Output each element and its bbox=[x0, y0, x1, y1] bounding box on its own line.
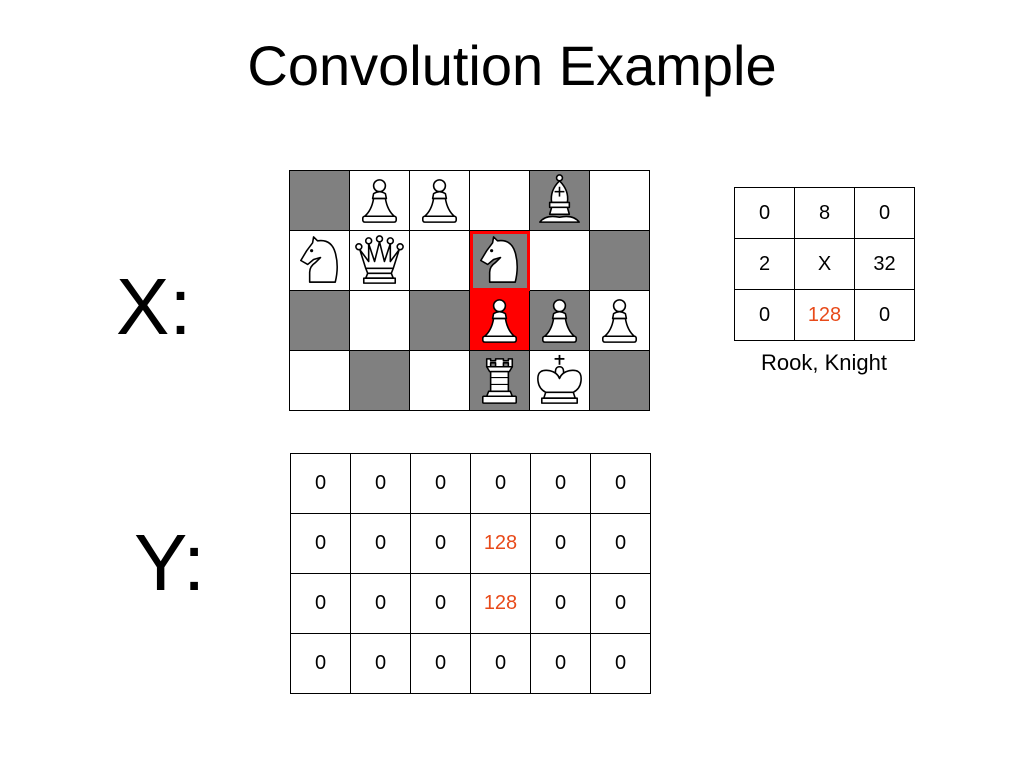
board-square bbox=[469, 290, 530, 351]
output-cell: 0 bbox=[350, 573, 411, 634]
board-square bbox=[409, 230, 470, 291]
slide-title: Convolution Example bbox=[247, 34, 777, 97]
white-bishop-icon bbox=[530, 171, 589, 230]
white-rook-icon bbox=[470, 351, 529, 410]
output-cell: 0 bbox=[290, 633, 351, 694]
board-square bbox=[589, 350, 650, 411]
board-row bbox=[289, 230, 650, 291]
board-square bbox=[409, 350, 470, 411]
board-square bbox=[289, 170, 350, 231]
white-pawn-icon bbox=[470, 291, 529, 350]
output-cell: 0 bbox=[590, 453, 651, 514]
output-cell: 0 bbox=[470, 633, 531, 694]
white-pawn-icon bbox=[530, 291, 589, 350]
white-pawn-icon bbox=[410, 171, 469, 230]
board-square bbox=[289, 290, 350, 351]
white-king-icon bbox=[530, 351, 589, 410]
output-cell: 128 bbox=[470, 573, 531, 634]
white-pawn-icon bbox=[590, 291, 649, 350]
board-square bbox=[289, 350, 350, 411]
board-square bbox=[529, 230, 590, 291]
output-cell: 0 bbox=[410, 573, 471, 634]
kernel-cell: 0 bbox=[854, 289, 915, 341]
kernel-cell: 128 bbox=[794, 289, 855, 341]
output-cell: 0 bbox=[530, 513, 591, 574]
output-cell: 0 bbox=[410, 453, 471, 514]
kernel-cell: 2 bbox=[734, 238, 795, 290]
kernel-cell: 0 bbox=[734, 187, 795, 239]
kernel-cell: 0 bbox=[854, 187, 915, 239]
white-knight-icon bbox=[290, 231, 349, 290]
output-cell: 0 bbox=[530, 453, 591, 514]
output-cell: 0 bbox=[590, 633, 651, 694]
output-cell: 0 bbox=[290, 453, 351, 514]
kernel-cell: X bbox=[794, 238, 855, 290]
y-label: Y: bbox=[134, 518, 206, 607]
board-square bbox=[469, 350, 530, 411]
output-cell: 0 bbox=[530, 633, 591, 694]
kernel-cell: 8 bbox=[794, 187, 855, 239]
chess-board bbox=[289, 170, 650, 411]
board-square bbox=[349, 230, 410, 291]
kernel-cell: 0 bbox=[734, 289, 795, 341]
board-square bbox=[289, 230, 350, 291]
output-cell: 0 bbox=[410, 633, 471, 694]
board-square bbox=[349, 290, 410, 351]
white-pawn-icon bbox=[350, 171, 409, 230]
output-cell: 0 bbox=[350, 453, 411, 514]
output-cell: 0 bbox=[290, 573, 351, 634]
output-cell: 0 bbox=[350, 633, 411, 694]
white-knight-icon bbox=[470, 231, 529, 290]
output-cell: 0 bbox=[530, 573, 591, 634]
output-cell: 0 bbox=[590, 513, 651, 574]
output-cell: 0 bbox=[290, 513, 351, 574]
board-square bbox=[529, 350, 590, 411]
board-square bbox=[529, 290, 590, 351]
board-row bbox=[289, 170, 650, 231]
output-cell: 0 bbox=[410, 513, 471, 574]
output-cell: 128 bbox=[470, 513, 531, 574]
board-square bbox=[589, 290, 650, 351]
output-cell: 0 bbox=[590, 573, 651, 634]
board-row bbox=[289, 290, 650, 351]
output-cell: 0 bbox=[350, 513, 411, 574]
board-row bbox=[289, 350, 650, 411]
white-queen-icon bbox=[350, 231, 409, 290]
board-square bbox=[349, 350, 410, 411]
output-cell: 0 bbox=[470, 453, 531, 514]
x-label: X: bbox=[116, 262, 192, 351]
board-square bbox=[469, 230, 530, 291]
board-square bbox=[409, 290, 470, 351]
kernel-cell: 32 bbox=[854, 238, 915, 290]
board-square bbox=[589, 170, 650, 231]
kernel-caption: Rook, Knight bbox=[761, 350, 887, 375]
board-square bbox=[589, 230, 650, 291]
board-square bbox=[349, 170, 410, 231]
board-square bbox=[469, 170, 530, 231]
board-square bbox=[529, 170, 590, 231]
board-square bbox=[409, 170, 470, 231]
